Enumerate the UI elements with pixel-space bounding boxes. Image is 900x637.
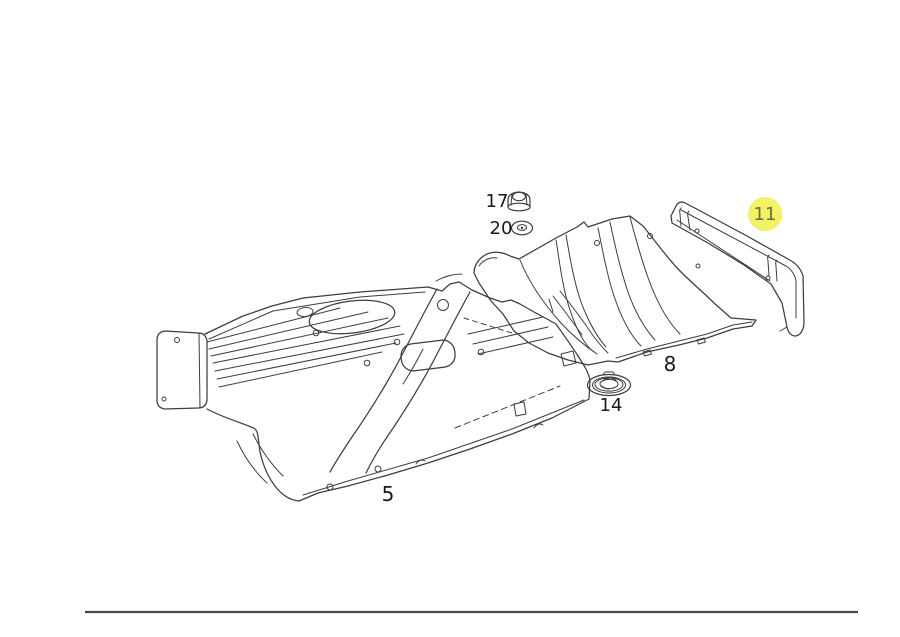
part-label-20[interactable]: 20 [490, 218, 513, 239]
rear-heat-shield-outline [670, 201, 805, 337]
highlight-circle[interactable] [748, 197, 782, 231]
floor-panel-outline [204, 281, 591, 502]
callouts: 17 20 11 8 14 5 [382, 191, 782, 506]
part-label-11[interactable]: 11 [754, 204, 777, 225]
floor-panel-left-cap [156, 330, 208, 410]
hex-nut-icon [507, 191, 531, 212]
floor-panel-ribs [206, 307, 405, 388]
floor-panel-rect-cutout [400, 339, 456, 372]
floor-panel-oval-cutout [308, 299, 396, 335]
rear-heat-shield-drawing [670, 201, 805, 337]
grommet-icon [586, 371, 632, 397]
part-label-14[interactable]: 14 [600, 395, 623, 416]
center-heat-shield-drawing [473, 215, 757, 366]
part-label-5[interactable]: 5 [382, 482, 395, 506]
part-label-17[interactable]: 17 [486, 191, 509, 212]
part-label-8[interactable]: 8 [664, 352, 677, 376]
floor-panel-drawing [156, 273, 609, 502]
washer-icon [510, 220, 534, 236]
center-heat-shield-outline [473, 215, 757, 366]
heat-shield-ridges [519, 216, 681, 355]
